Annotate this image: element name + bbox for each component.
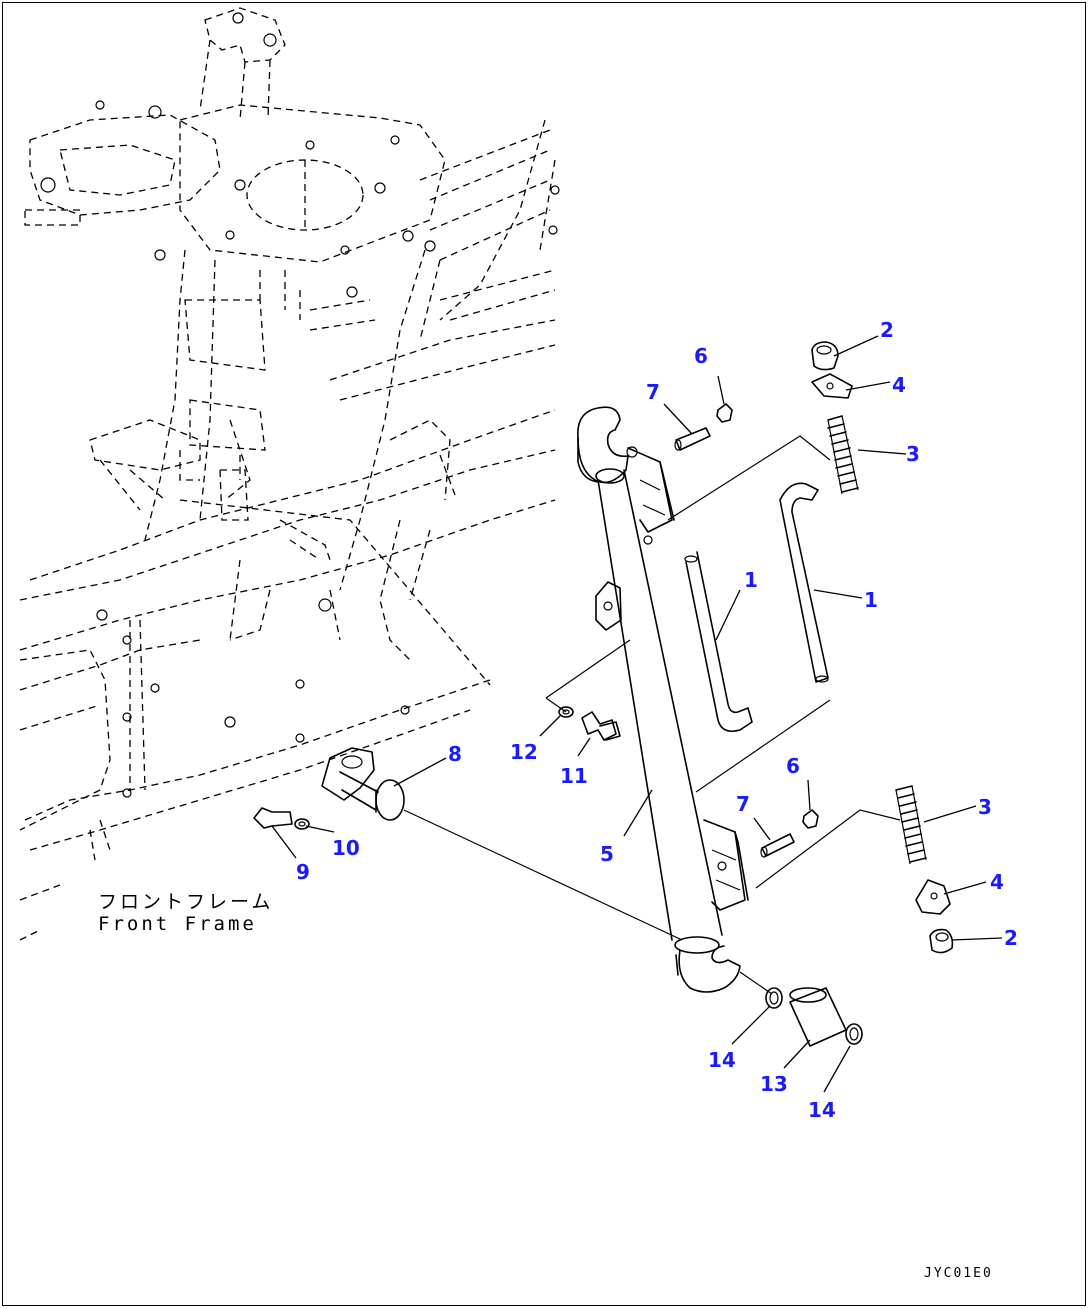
front-frame-label: フロントフレーム Front Frame: [98, 891, 274, 936]
bolt-9: [253, 807, 293, 829]
cap-upper: [811, 341, 839, 371]
callout-9: 9: [296, 860, 310, 884]
bracket-upper: [811, 373, 853, 399]
callout-leaders: [271, 335, 1003, 1093]
callout-1-left: 1: [744, 568, 758, 592]
callout-13: 13: [760, 1072, 788, 1096]
hinge-bracket-8: [321, 747, 405, 821]
assembly-lines: [403, 435, 901, 995]
spring-upper: [827, 415, 859, 495]
ladder-rail: [577, 406, 749, 993]
front-frame-label-en: Front Frame: [98, 912, 257, 935]
callout-11: 11: [560, 764, 588, 788]
washer-12: [558, 706, 574, 718]
callout-12: 12: [510, 740, 538, 764]
pin-upper: [674, 427, 711, 451]
handrail-left: [684, 551, 753, 733]
callout-5: 5: [600, 842, 614, 866]
callout-3-lower: 3: [978, 795, 992, 819]
cap-lower: [929, 928, 954, 954]
callout-8: 8: [448, 742, 462, 766]
bracket-lower: [915, 879, 951, 915]
drawing-code: JYC01E0: [924, 1266, 993, 1281]
callout-7-lower: 7: [736, 792, 750, 816]
pin-lower: [760, 833, 795, 858]
bolt-11: [581, 711, 621, 741]
callout-4-upper: 4: [892, 373, 906, 397]
nut-upper: [716, 403, 733, 423]
spring-lower: [895, 785, 927, 865]
bushing-14-right: [845, 1023, 863, 1045]
bushing-14-left: [765, 987, 783, 1009]
callout-2-upper: 2: [880, 318, 894, 342]
callout-7-upper: 7: [646, 380, 660, 404]
front-frame-outline: [19, 7, 560, 941]
handrail-right: [779, 482, 829, 683]
callout-2-lower: 2: [1004, 926, 1018, 950]
washer-10: [294, 818, 310, 830]
callout-3-upper: 3: [906, 442, 920, 466]
front-frame-label-jp: フロントフレーム: [98, 891, 274, 913]
callout-14-right: 14: [808, 1098, 836, 1122]
pin-13: [789, 987, 847, 1047]
nut-lower: [802, 809, 819, 829]
callout-6-lower: 6: [786, 754, 800, 778]
callout-1-right: 1: [864, 588, 878, 612]
callout-10: 10: [332, 836, 360, 860]
callout-4-lower: 4: [990, 870, 1004, 894]
callout-14-left: 14: [708, 1048, 736, 1072]
callout-6-upper: 6: [694, 344, 708, 368]
